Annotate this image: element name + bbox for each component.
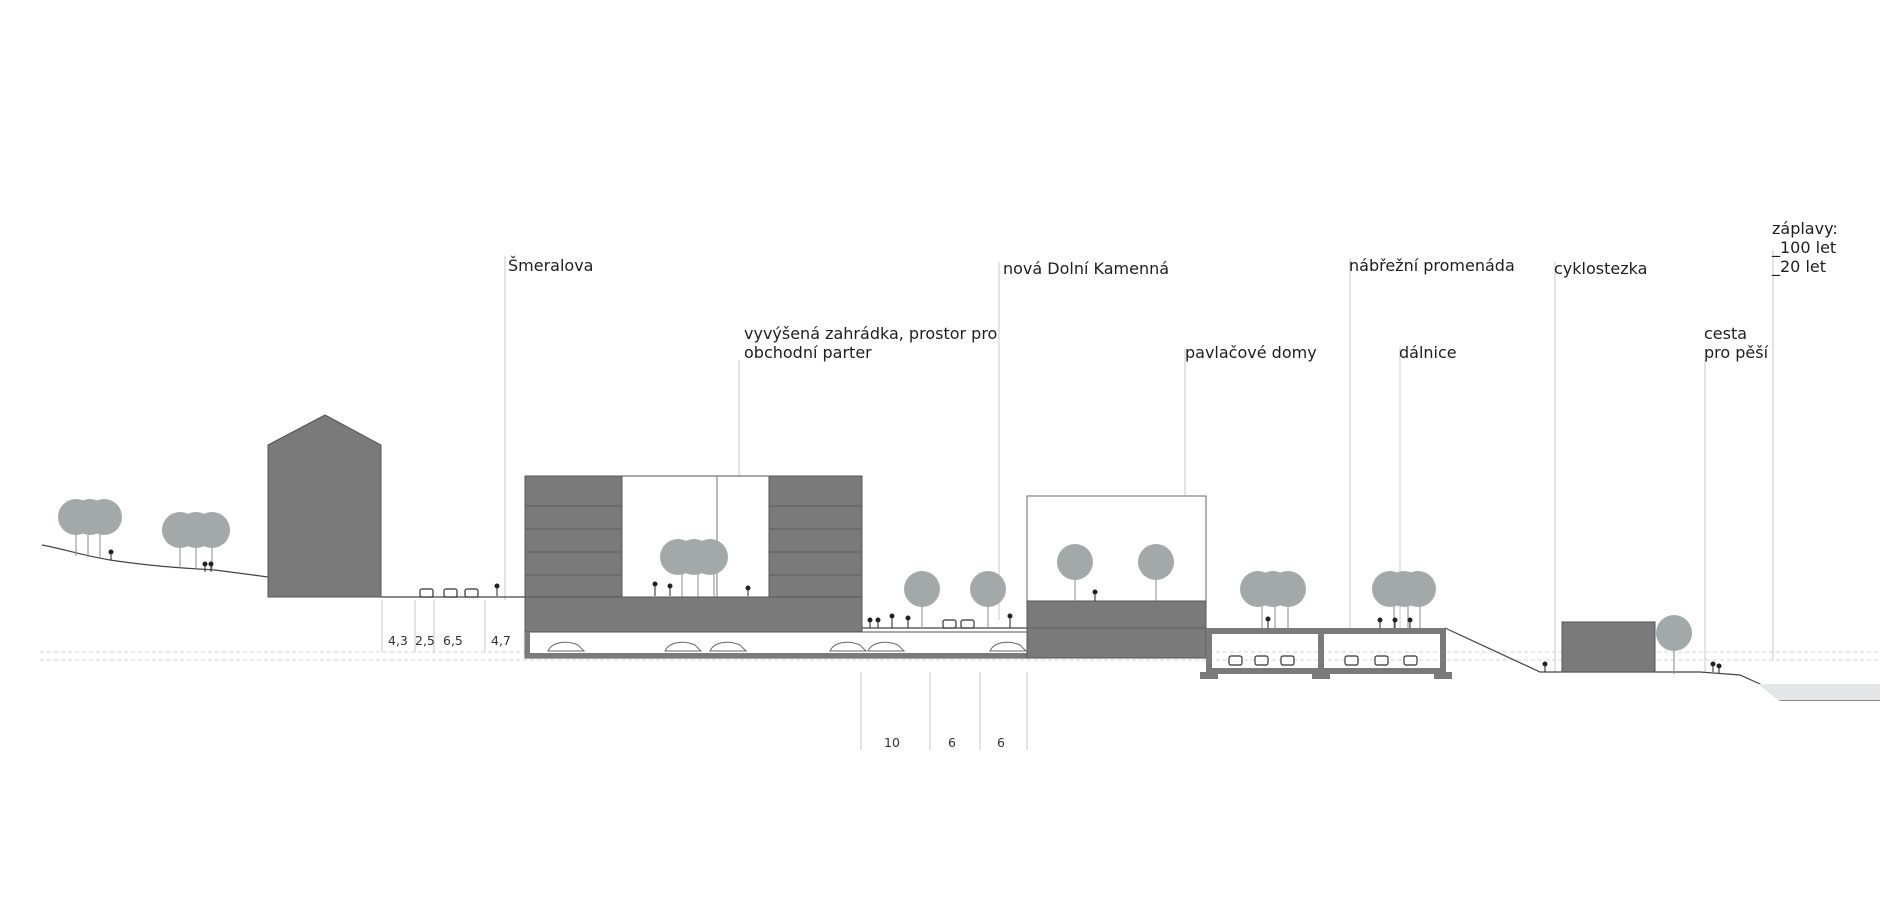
cyklostezka-building	[1561, 621, 1656, 673]
label-zaplavy-title: záplavy:	[1772, 219, 1838, 238]
label-zaplavy-100: _100 let	[1772, 238, 1837, 257]
dimension-street-4: 4,7	[491, 633, 511, 648]
block-building	[524, 475, 863, 633]
dimension-lower-1: 10	[884, 735, 900, 750]
tunnel-cars	[1228, 655, 1418, 666]
street-cars	[419, 588, 975, 629]
label-zaplavy-20: _20 let	[1772, 257, 1827, 276]
label-cesta-line2: pro pěší	[1704, 343, 1769, 362]
lower-dimension-ticks	[860, 672, 1028, 750]
highway-tunnel	[1200, 628, 1452, 679]
dimension-street-3: 6,5	[443, 633, 463, 648]
gable-house	[267, 414, 382, 598]
people	[108, 549, 1722, 673]
label-pavlacove-domy: pavlačové domy	[1185, 343, 1317, 362]
pavlacove-domy-building	[1026, 495, 1207, 659]
label-cyklostezka: cyklostezka	[1554, 259, 1648, 278]
street-dimension-ticks	[381, 600, 486, 652]
trees	[58, 499, 1692, 674]
label-dolni-kamenna: nová Dolní Kamenná	[1003, 259, 1170, 278]
river-water	[1758, 684, 1880, 700]
leader-lines	[504, 250, 1774, 672]
label-dalnice: dálnice	[1399, 343, 1457, 362]
dimension-lower-3: 6	[997, 735, 1005, 750]
garage-cars	[547, 641, 1028, 652]
dimension-street-1: 4,3	[388, 633, 408, 648]
dimension-lower-2: 6	[948, 735, 956, 750]
label-zahradka-line2: obchodní parter	[744, 343, 872, 362]
underground-garage	[524, 631, 1028, 659]
dimension-street-2: 2,5	[415, 633, 435, 648]
label-cesta-line1: cesta	[1704, 324, 1748, 343]
label-smeralova: Šmeralova	[508, 256, 594, 275]
label-zahradka-line1: vyvýšená zahrádka, prostor pro	[744, 324, 998, 343]
label-nabrezni-promenada: nábřežní promenáda	[1349, 256, 1515, 275]
